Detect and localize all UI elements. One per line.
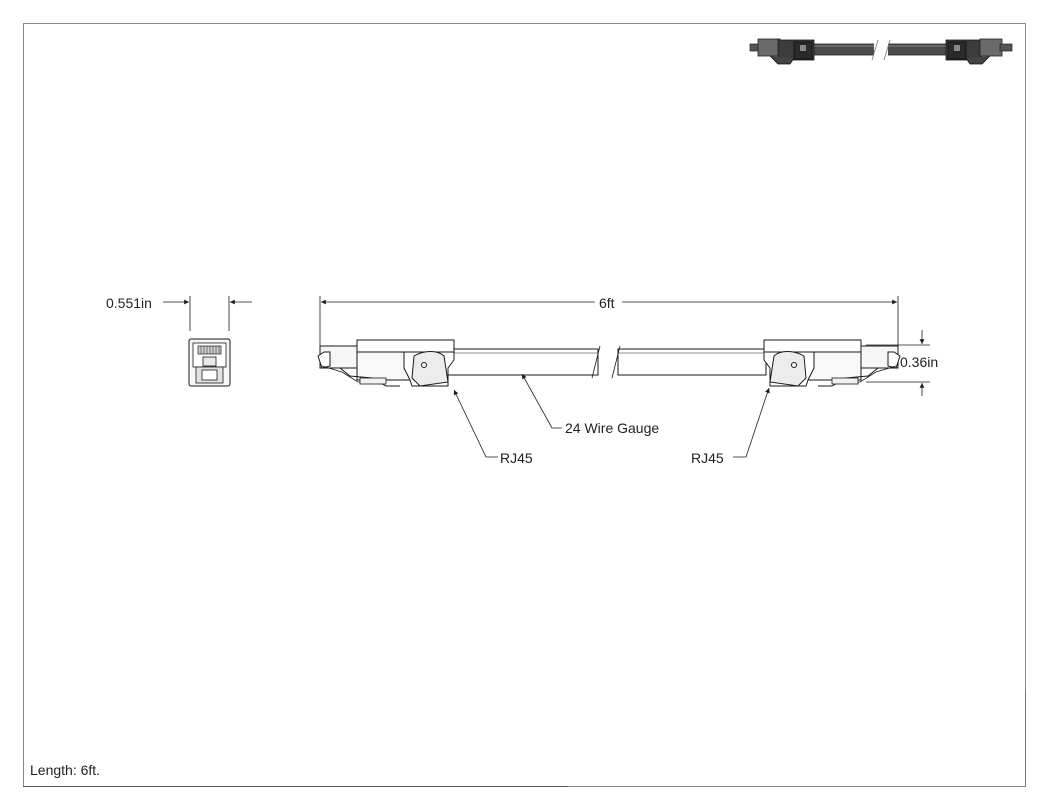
length-dimension <box>319 296 899 352</box>
width-dimension <box>163 296 252 331</box>
length-note: Length: 6ft. <box>30 762 101 778</box>
frame-edge-mark <box>1025 690 1026 787</box>
thumbnail-connector-right <box>945 38 1013 65</box>
rj45-connector-left <box>317 339 455 387</box>
callout-cable: 24 Wire Gauge <box>565 420 660 436</box>
width-dimension-label: 0.551in <box>106 295 152 311</box>
height-dimension <box>866 330 930 396</box>
rj45-connector-right <box>763 339 901 387</box>
height-dimension-label: 0.36in <box>900 354 939 370</box>
callout-leaders <box>453 373 770 458</box>
callout-left-connector: RJ45 <box>500 450 533 466</box>
connector-end-view <box>188 338 231 387</box>
isometric-thumbnail <box>749 38 1013 65</box>
title-block-line <box>23 786 568 787</box>
cable-body <box>447 345 767 379</box>
length-dimension-label: 6ft <box>599 295 615 311</box>
thumbnail-connector-left <box>749 38 815 65</box>
callout-right-connector: RJ45 <box>691 450 724 466</box>
